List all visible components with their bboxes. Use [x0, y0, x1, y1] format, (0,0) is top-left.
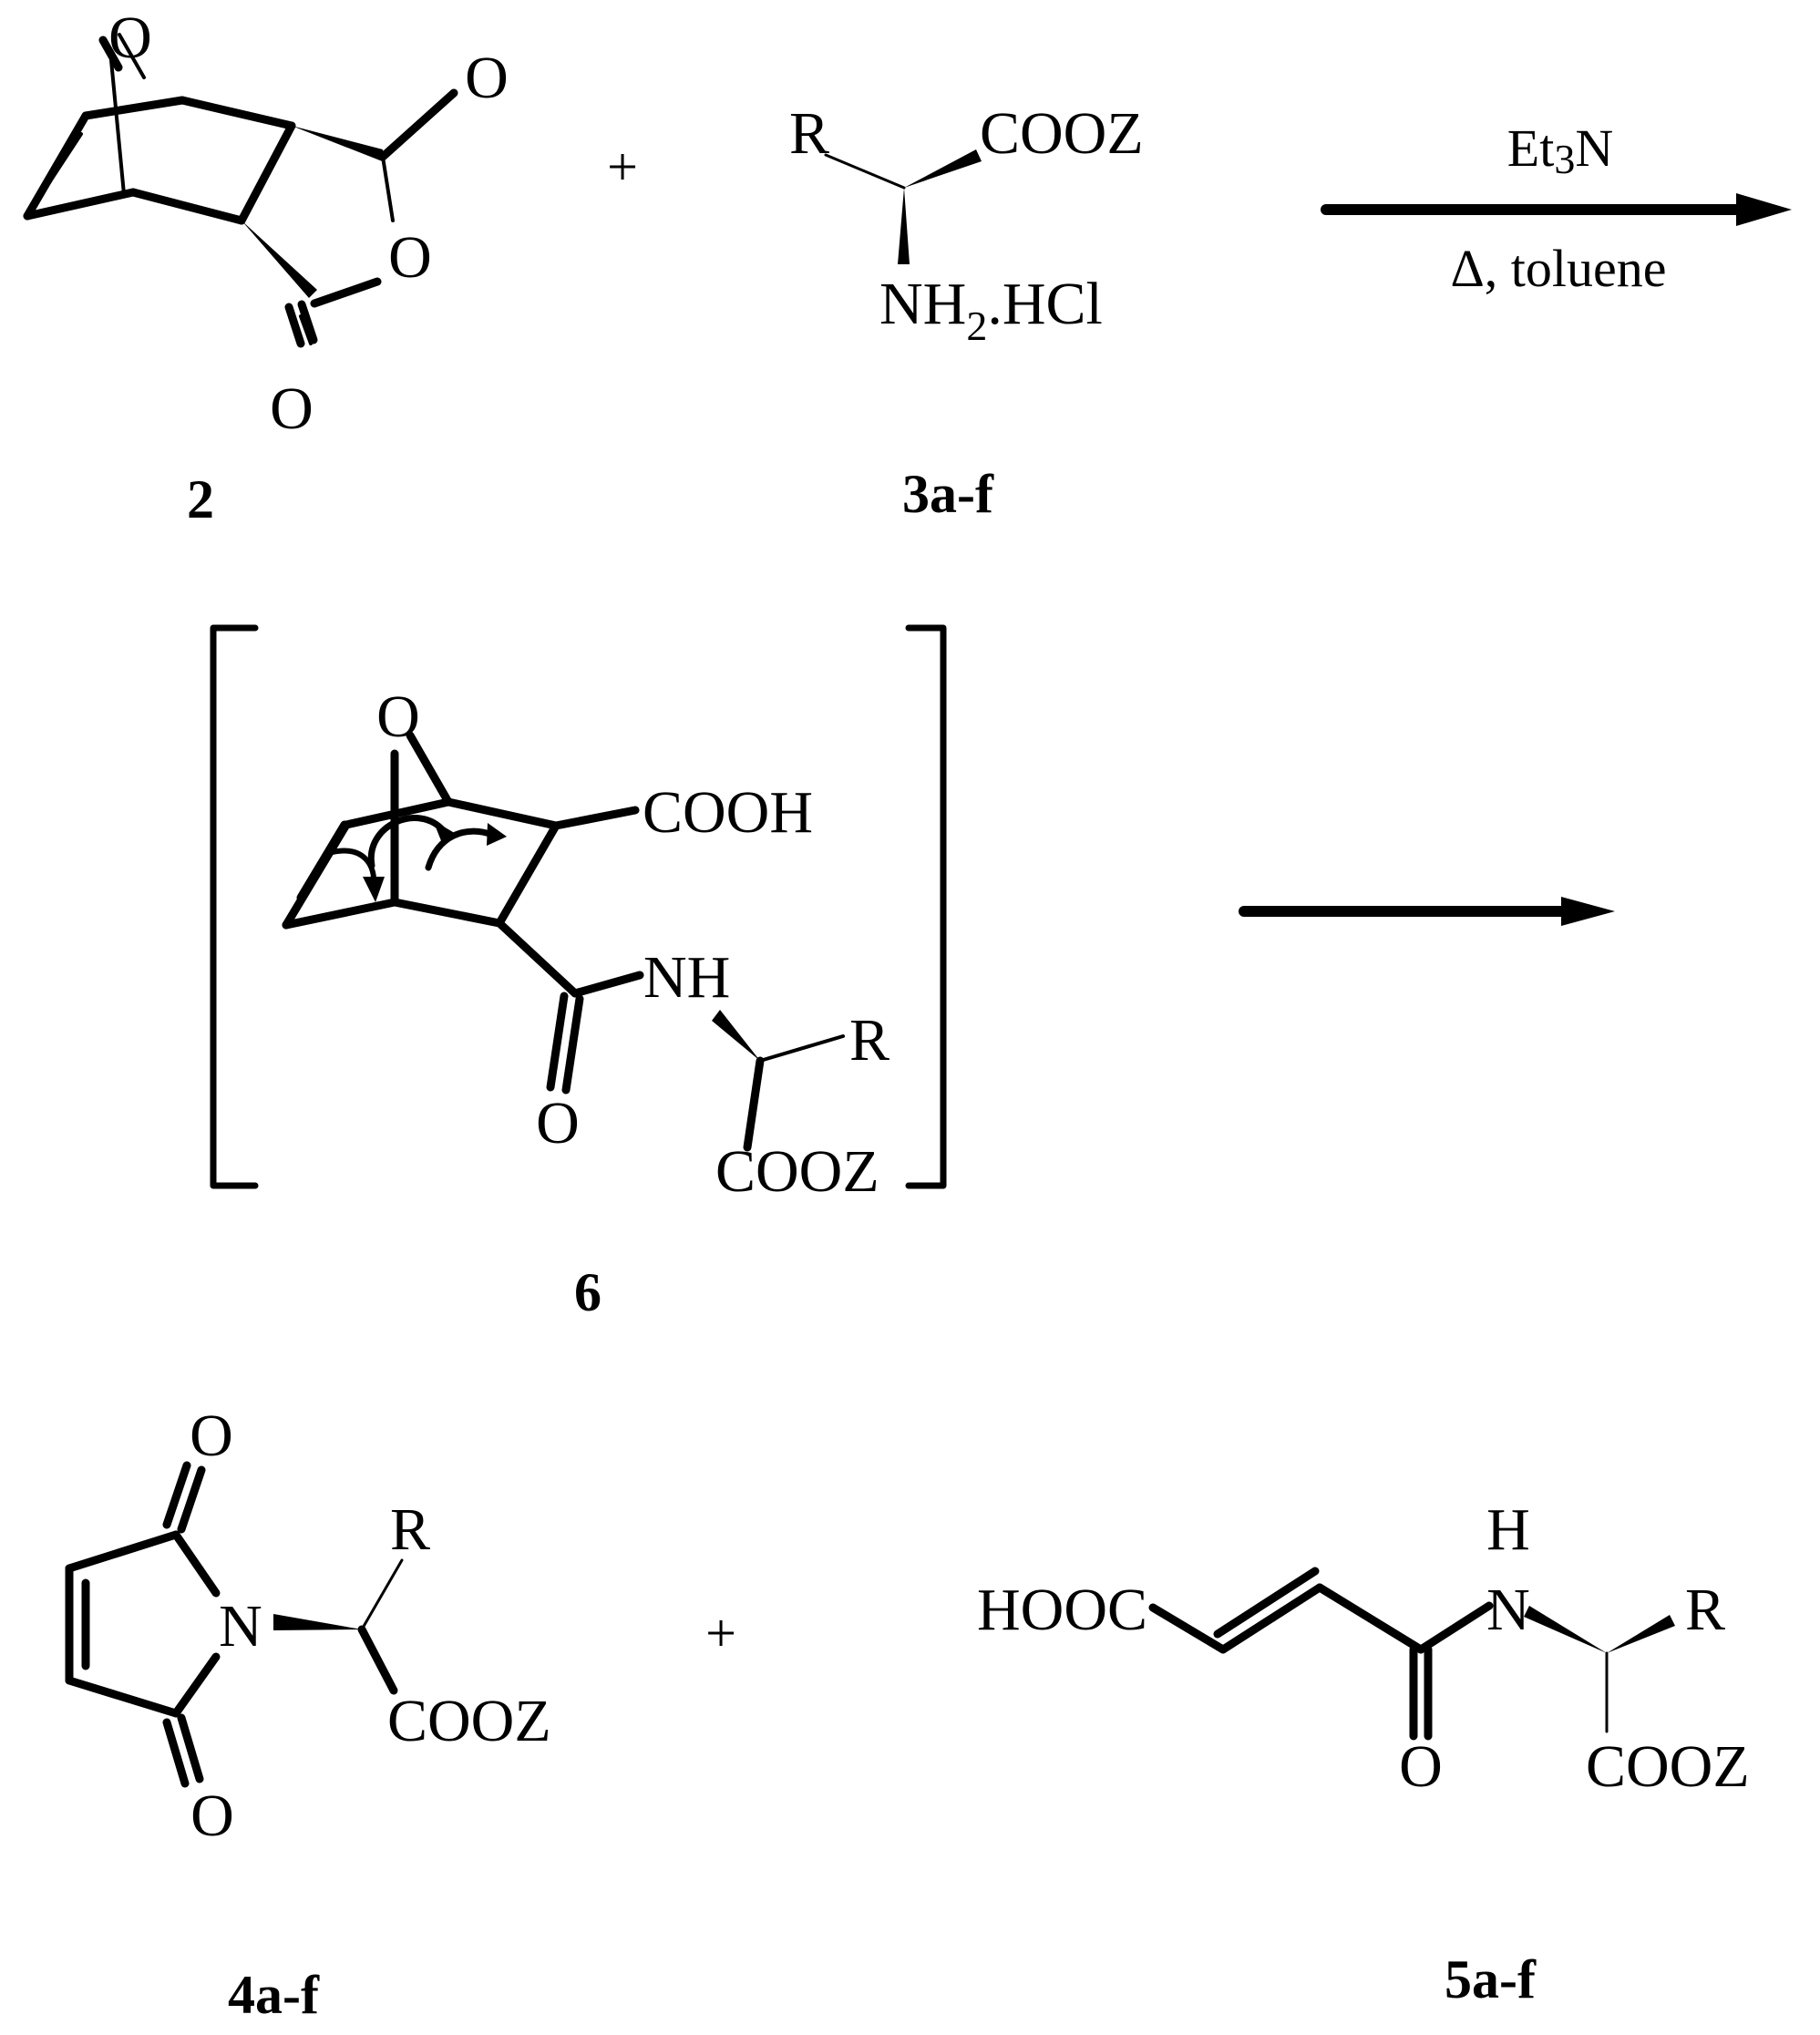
- reagent-et3n: Et3N: [1507, 118, 1613, 182]
- reaction-arrow-2: [1239, 897, 1615, 926]
- reaction-arrow-1: [1321, 193, 1792, 226]
- compound-3-label: 3a-f: [902, 464, 994, 524]
- compound-4-oxygen-bottom: O: [190, 1783, 234, 1849]
- compound-5-nitrogen: N: [1486, 1577, 1530, 1643]
- compound-4-ester-group: COOZ: [387, 1688, 551, 1754]
- compound-5-label: 5a-f: [1445, 1949, 1537, 2009]
- compound-4-oxygen-top: O: [190, 1403, 233, 1469]
- compound-2-label: 2: [187, 469, 214, 529]
- compound-4-r-group: R: [390, 1496, 430, 1563]
- plus-sign-1: +: [607, 137, 638, 197]
- compound-2-carbonyl-oxygen-bottom: O: [270, 375, 314, 442]
- compound-5-ester-group: COOZ: [1586, 1733, 1750, 1800]
- compound-2-carbonyl-oxygen-top: O: [465, 45, 509, 111]
- compound-4-structure: [65, 1461, 404, 1788]
- compound-3-amine-salt: NH2.HCl: [879, 271, 1103, 349]
- compound-5-carbonyl-oxygen: O: [1399, 1733, 1443, 1800]
- compound-5-acid-group: HOOC: [977, 1577, 1147, 1643]
- left-bracket: [210, 624, 259, 1189]
- compound-2-bridge-oxygen: O: [108, 5, 152, 71]
- compound-6-structure: [282, 731, 845, 1152]
- compound-6-carbonyl-oxygen: O: [536, 1090, 580, 1156]
- compound-6-acid-group: COOH: [643, 779, 813, 846]
- plus-sign-2: +: [705, 1603, 736, 1663]
- compound-3-structure: [824, 149, 982, 264]
- compound-6-label: 6: [574, 1262, 602, 1322]
- compound-5-amide-hydrogen: H: [1486, 1496, 1530, 1563]
- compound-6-amide-nh: NH: [643, 944, 730, 1011]
- compound-2-ring-oxygen: O: [388, 224, 432, 291]
- right-bracket: [905, 624, 947, 1189]
- compound-3-r-group: R: [789, 100, 829, 167]
- compound-6-bridge-oxygen: O: [376, 683, 420, 750]
- compound-6-r-group: R: [849, 1007, 889, 1074]
- compound-2-structure: [23, 33, 458, 348]
- compound-3-ester-group: COOZ: [980, 100, 1144, 167]
- compound-5-r-group: R: [1685, 1577, 1725, 1643]
- condition-heat-toluene: Δ, toluene: [1450, 239, 1666, 298]
- compound-6-ester-group: COOZ: [715, 1138, 879, 1205]
- compound-4-label: 4a-f: [228, 1965, 320, 2025]
- compound-4-nitrogen: N: [219, 1593, 262, 1660]
- compound-5-structure: [1148, 1567, 1675, 1741]
